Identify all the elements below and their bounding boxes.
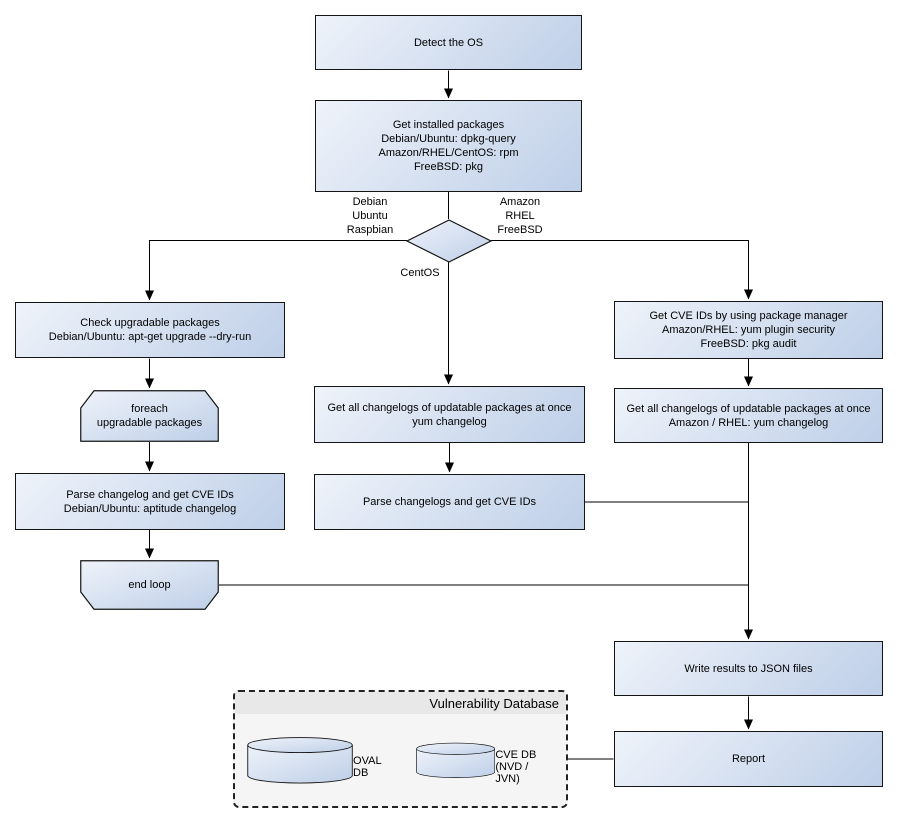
edge-decision-to-get-cve	[491, 240, 753, 300]
cylinder-oval-db: OVAL DB	[247, 729, 388, 792]
node-parse-changelog-debian: Parse changelog and get CVE IDs Debian/U…	[15, 473, 285, 530]
cve-db-label: CVE DB (NVD / JVN)	[495, 748, 537, 785]
loop-end-shape-icon	[80, 560, 219, 610]
node-check-upgradable-packages: Check upgradable packages Debian/Ubuntu:…	[15, 302, 285, 358]
oval-db-label: OVAL DB	[353, 754, 382, 779]
node-get-changelogs-amazon-rhel: Get all changelogs of updatable packages…	[614, 388, 883, 443]
edge-label-debian-branch: Debian Ubuntu Raspbian	[346, 196, 394, 236]
database-cylinder-icon	[416, 742, 496, 778]
loop-start-foreach: foreach upgradable packages	[80, 390, 219, 442]
edge-label-centos-branch: CentOS	[400, 267, 440, 279]
cylinder-cve-db: CVE DB (NVD / JVN)	[416, 729, 555, 792]
node-write-json: Write results to JSON files	[614, 641, 883, 696]
node-report: Report	[614, 731, 883, 787]
node-parse-changelogs-centos: Parse changelogs and get CVE IDs	[314, 474, 585, 530]
node-get-installed-packages: Get installed packages Debian/Ubuntu: dp…	[315, 100, 582, 192]
node-get-cve-ids-pkg-manager: Get CVE IDs by using package manager Ama…	[614, 301, 883, 359]
node-detect-os: Detect the OS	[315, 15, 582, 70]
database-cylinder-icon	[247, 737, 353, 784]
loop-end: end loop	[80, 560, 219, 610]
diamond-shape-icon	[405, 219, 493, 263]
loop-start-label: foreach upgradable packages	[96, 403, 203, 429]
node-get-changelogs-centos: Get all changelogs of updatable packages…	[314, 386, 585, 443]
loop-end-label: end loop	[128, 579, 171, 591]
edge-label-amazon-branch: Amazon RHEL FreeBSD	[497, 196, 543, 236]
vulnerability-database-title: Vulnerability Database	[429, 695, 559, 711]
edge-decision-to-check-upgradable	[145, 240, 407, 301]
decision-os-diamond	[405, 218, 493, 264]
loop-start-shape-icon	[80, 390, 219, 442]
vulnerability-database-header: Vulnerability Database	[235, 692, 566, 714]
